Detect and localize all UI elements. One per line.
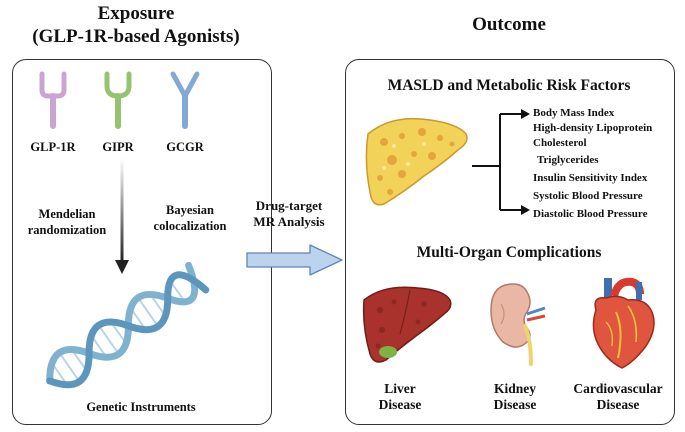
risk-factor-bmi: Body Mass Index: [533, 107, 615, 119]
risk-factor-hdl-line1: High-density Lipoprotein: [533, 122, 653, 134]
dna-helix-icon: [46, 261, 210, 389]
outcome-title: Outcome: [472, 14, 546, 35]
gipr-receptor-icon: [104, 71, 132, 129]
mendelian-randomization-label: Mendelian randomization: [27, 207, 107, 237]
risk-factor-insulin: Insulin Sensitivity Index: [533, 172, 648, 184]
glp1r-label: GLP-1R: [30, 140, 76, 154]
gcgr-label: GCGR: [166, 140, 204, 154]
kidney-icon: [490, 283, 546, 366]
downward-arrow: [115, 158, 129, 274]
bayesian-colocalization-label: Bayesian colocalization: [153, 203, 227, 233]
exposure-title-line2: (GLP-1R-based Agonists): [32, 26, 240, 47]
liver-disease-label: Liver Disease: [378, 381, 422, 412]
cardiovascular-disease-label: Cardiovascular Disease: [573, 381, 663, 412]
risk-factor-triglycerides: Triglycerides: [537, 154, 599, 166]
gipr-label: GIPR: [102, 140, 134, 154]
kidney-disease-label: Kidney Disease: [493, 381, 537, 412]
fatty-liver-icon: [365, 117, 468, 206]
drug-target-mr-label: Drug-target MR Analysis: [253, 198, 325, 229]
glp1r-receptor-icon: [39, 71, 67, 129]
liver-icon: [362, 286, 452, 363]
risk-factor-dbp: Diastolic Blood Pressure: [533, 208, 648, 220]
bracket-arrows: [472, 109, 530, 215]
exposure-title: Exposure (GLP-1R-based Agonists): [0, 2, 272, 48]
multi-organ-section-title: Multi-Organ Complications: [416, 244, 602, 261]
risk-factor-sbp: Systolic Blood Pressure: [533, 190, 643, 202]
heart-icon: [592, 277, 655, 369]
risk-factor-hdl-line2: Cholesterol: [533, 137, 587, 149]
genetic-instruments-label: Genetic Instruments: [86, 400, 196, 414]
exposure-title-line1: Exposure: [97, 3, 175, 24]
masld-section-title: MASLD and Metabolic Risk Factors: [387, 77, 631, 94]
right-arrow-icon: [246, 244, 343, 276]
gcgr-receptor-icon: [170, 71, 200, 129]
